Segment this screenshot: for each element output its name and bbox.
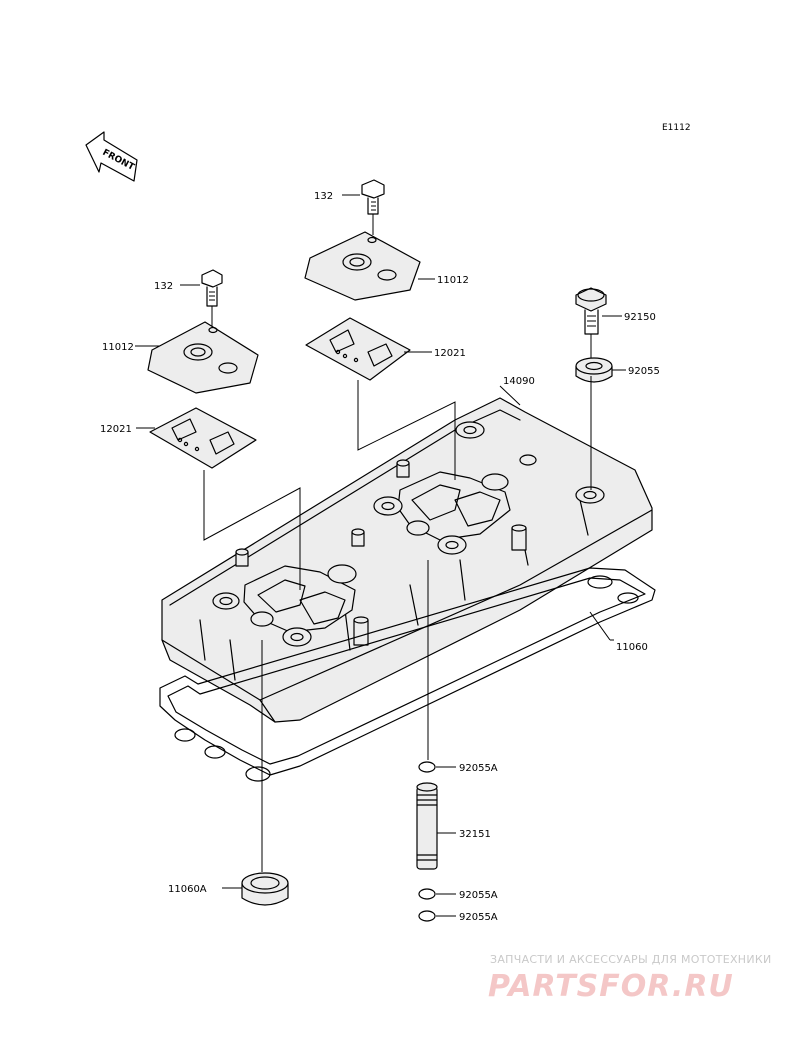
label-11060: 11060 (616, 642, 648, 653)
plug-seal-11060A[interactable] (241, 872, 289, 906)
label-12021-left: 12021 (100, 424, 132, 435)
gasket-12021-left[interactable] (149, 407, 257, 469)
label-92055: 92055 (628, 366, 660, 377)
label-32151: 32151 (459, 829, 491, 840)
watermark-tagline: ЗАПЧАСТИ И АКСЕССУАРЫ ДЛЯ МОТОТЕХНИКИ (490, 953, 772, 966)
washer-92055[interactable] (575, 357, 613, 383)
label-11060A: 11060A (168, 884, 207, 895)
label-92055A-bottom: 92055A (459, 912, 498, 923)
diagram-code: E1112 (662, 123, 691, 133)
assembly-lines (203, 214, 592, 872)
label-132-right: 132 (314, 191, 333, 202)
label-14090: 14090 (503, 376, 535, 387)
label-92055A-mid: 92055A (459, 890, 498, 901)
label-12021-right: 12021 (434, 348, 466, 359)
oring-92055A-bottom[interactable] (418, 910, 436, 922)
front-arrow-icon: FRONT (85, 131, 138, 182)
cap-11012-left[interactable] (147, 321, 259, 394)
oring-92055A-mid[interactable] (418, 888, 436, 900)
label-11012-right: 11012 (437, 275, 469, 286)
bolt-92150[interactable] (575, 287, 607, 335)
watermark-brand: PARTSFOR.RU (488, 969, 734, 1004)
cap-11012-right[interactable] (304, 231, 421, 301)
bolt-132-right[interactable] (361, 179, 385, 215)
tube-32151[interactable] (416, 782, 438, 870)
watermark: ЗАПЧАСТИ И АКСЕССУАРЫ ДЛЯ МОТОТЕХНИКИ PA… (488, 953, 772, 1004)
label-92150: 92150 (624, 312, 656, 323)
label-132-left: 132 (154, 281, 173, 292)
bolt-132-left[interactable] (201, 269, 223, 307)
oring-92055A-top[interactable] (418, 761, 436, 773)
cylinder-head-cover-14090[interactable] (161, 397, 653, 723)
gasket-12021-right[interactable] (305, 317, 411, 381)
front-label: FRONT (101, 148, 137, 173)
label-92055A-top: 92055A (459, 763, 498, 774)
cover-gasket-11060[interactable] (159, 567, 656, 782)
label-11012-left: 11012 (102, 342, 134, 353)
